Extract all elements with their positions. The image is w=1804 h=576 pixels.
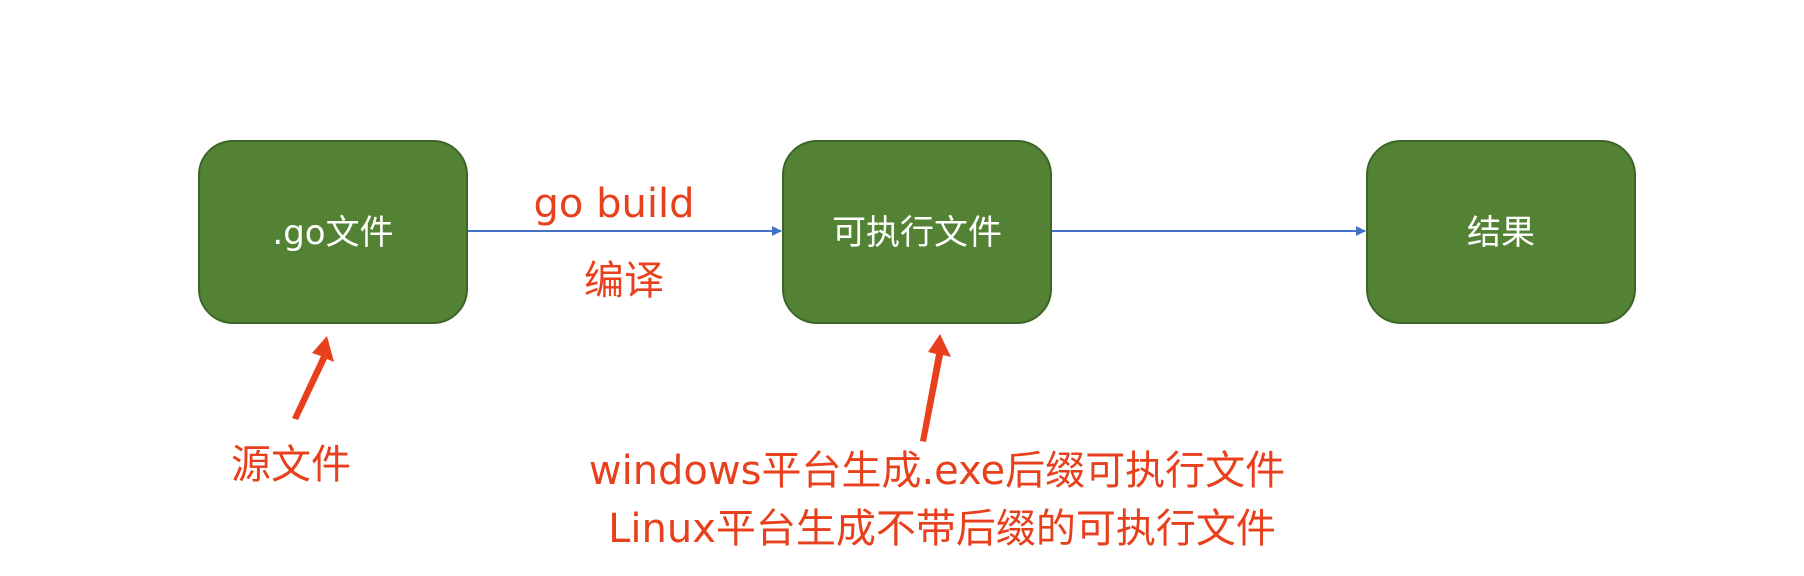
annotation-source-note: 源文件 <box>231 442 351 488</box>
node-source-label: .go文件 <box>272 213 393 253</box>
executable-pointer-arrow <box>920 334 951 442</box>
node-source-box <box>198 140 468 324</box>
annotation-platform-windows: windows平台生成.exe后缀可执行文件 <box>589 448 1285 494</box>
node-result-label: 结果 <box>1467 213 1535 253</box>
node-executable-box <box>782 140 1052 324</box>
annotation-platform-linux: Linux平台生成不带后缀的可执行文件 <box>608 506 1276 552</box>
edge-build-label-bottom: 编译 <box>584 258 664 304</box>
node-source: .go文件 <box>198 140 468 324</box>
edge-build-label-top: go build <box>534 181 695 227</box>
node-executable-label: 可执行文件 <box>832 213 1002 253</box>
source-pointer-arrow <box>292 336 334 420</box>
node-executable: 可执行文件 <box>782 140 1052 324</box>
node-result-box <box>1366 140 1636 324</box>
node-result: 结果 <box>1366 140 1636 324</box>
